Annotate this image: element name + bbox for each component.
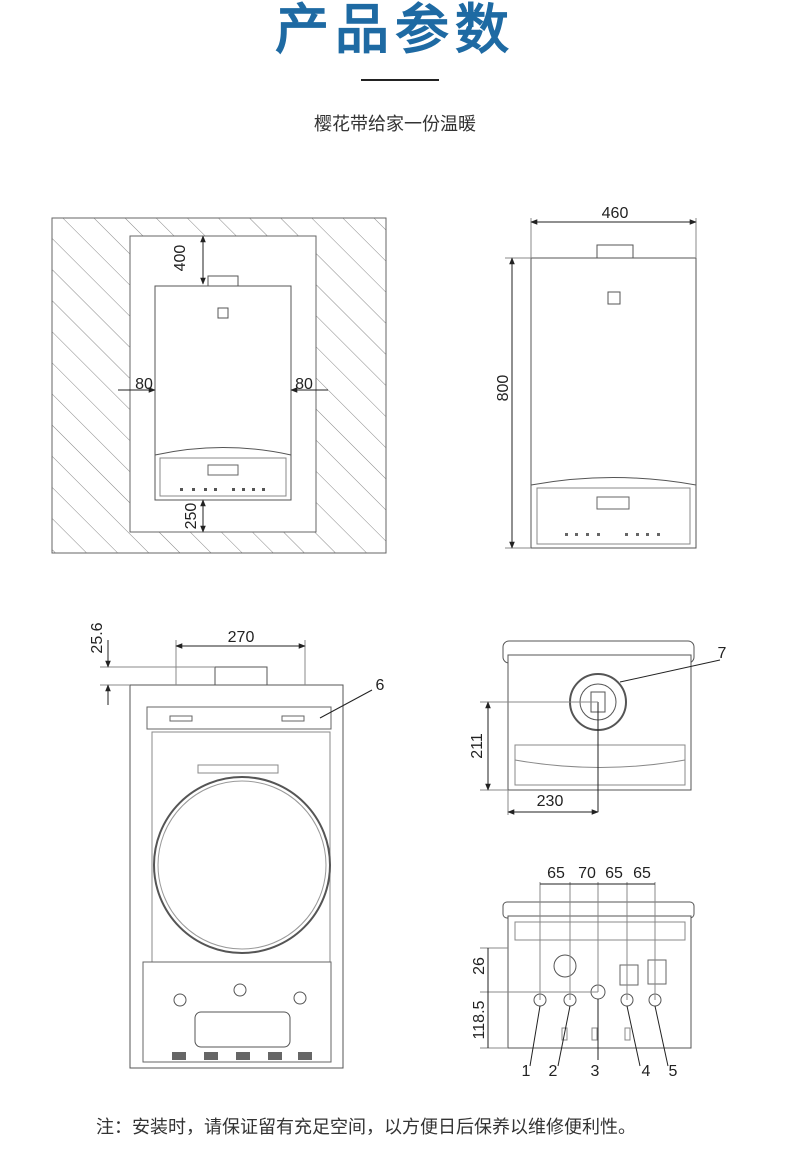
page-subtitle: 樱花带给家一份温暖 <box>314 114 476 135</box>
clearance-right-label: 80 <box>295 376 313 393</box>
front-height-label: 800 <box>495 375 512 402</box>
clearance-top-label: 400 <box>172 245 189 272</box>
pipe-number-4: 4 <box>642 1063 651 1080</box>
spacing-label-3: 65 <box>605 865 623 882</box>
top-width-label: 230 <box>537 793 564 810</box>
rear-top-offset-label: 25.6 <box>89 622 106 653</box>
install-clearance-view: 400 80 80 250 <box>51 217 387 554</box>
bottom-v1-label: 26 <box>471 957 488 975</box>
pipe-number-1: 1 <box>522 1063 531 1080</box>
rear-view: 270 25.6 6 <box>89 622 385 1069</box>
pipe-number-2: 2 <box>549 1063 558 1080</box>
spacing-label-4: 65 <box>633 865 651 882</box>
top-height-label: 211 <box>469 733 486 759</box>
top-callout-label: 7 <box>718 645 727 662</box>
front-width-label: 460 <box>602 205 629 222</box>
bottom-view: 65 70 65 65 26 118.5 1 2 3 4 5 <box>471 865 695 1080</box>
pipe-number-5: 5 <box>669 1063 678 1080</box>
heat-exchanger <box>153 776 331 954</box>
clearance-bottom-label: 250 <box>183 503 200 530</box>
rear-callout-label: 6 <box>376 677 385 694</box>
clearance-left-label: 80 <box>135 376 153 393</box>
spacing-label-1: 65 <box>547 865 565 882</box>
spacing-label-2: 70 <box>578 865 596 882</box>
bottom-v2-label: 118.5 <box>471 1000 488 1039</box>
pipe-number-3: 3 <box>591 1063 600 1080</box>
front-view: 460 800 <box>495 205 697 549</box>
rear-width-label: 270 <box>228 629 255 646</box>
install-note: 注：安装时，请保证留有充足空间，以方便日后保养以维修便利性。 <box>96 1117 636 1138</box>
title-divider <box>361 79 439 81</box>
page-title: 产品参数 <box>275 0 515 61</box>
top-view: 211 230 7 <box>469 640 727 815</box>
